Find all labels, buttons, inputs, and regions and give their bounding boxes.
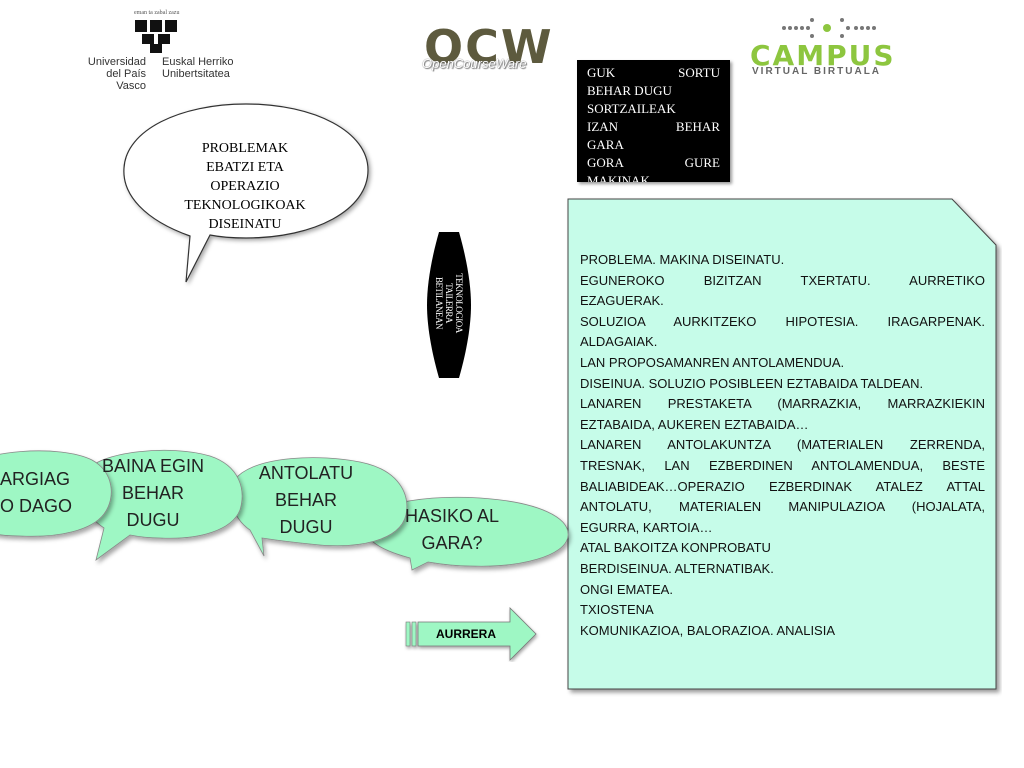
bubble-line: O DAGO (0, 496, 73, 516)
panel-line: EZTABAIDA, AUKEREN EZTABAIDA… (580, 416, 809, 432)
ocw-logo: OCW OpenCourseWare (418, 20, 552, 80)
panel-line: ANTOLATU, MATERIALEN MANIPULAZIOA (HOJAL… (580, 499, 985, 515)
campus-dots-icon (782, 18, 876, 38)
upv-ehu-logo-icon (135, 20, 177, 53)
black-box-line: SORTZAILEAK (587, 101, 676, 116)
vertical-shape (427, 232, 471, 378)
bubble-line: ANTOLATU (258, 463, 354, 483)
info-panel-text: PROBLEMA. MAKINA DISEINATU. EGUNEROKO BI… (580, 250, 985, 641)
ocw-subtitle: OpenCourseWare (422, 56, 527, 71)
panel-line: TRESNAK, LAN EZBERDINEN ANTOLAMENDUA, BE… (580, 457, 985, 473)
black-text-box: GUK SORTU BEHAR DUGU SORTZAILEAK IZAN BE… (577, 60, 730, 182)
vertical-line: BETILANEAN (434, 277, 444, 329)
panel-line: ALDAGAIAK. (580, 334, 658, 350)
speech-line: EBATZI ETA (206, 160, 284, 175)
upv-motto: eman ta zabal zazu (134, 10, 180, 16)
panel-line: SOLUZIOA AURKITZEKO HIPOTESIA. IRAGARPEN… (580, 313, 985, 329)
bubble-line: GARA? (421, 533, 483, 553)
panel-line: ONGI EMATEA. (580, 581, 673, 597)
speech-bubble-shape (123, 103, 369, 283)
bubble-line: DUGU (279, 517, 333, 537)
bubble-line: BEHAR (121, 483, 184, 503)
black-box-line: GORA GURE (587, 155, 720, 170)
green-bubbles-shapes (0, 449, 569, 571)
panel-line: BALIABIDEAK…OPERAZIO EZBERDINAK ATALEZ A… (580, 478, 985, 494)
black-box-line: BEHAR DUGU (587, 83, 672, 98)
panel-line: BERDISEINUA. ALTERNATIBAK. (580, 560, 774, 576)
speech-line: DISEINATU (208, 217, 282, 232)
bubble-line: ARGIAG (0, 469, 71, 489)
bubble-line: HASIKO AL (404, 506, 500, 526)
panel-line: DISEINUA. SOLUZIO POSIBLEEN EZTABAIDA TA… (580, 375, 924, 391)
bubble-argiago: ARGIAG O DAGO (0, 466, 72, 520)
panel-line: LANAREN ANTOLAKUNTZA (MATERIALEN ZERREND… (580, 437, 985, 453)
speech-line: PROBLEMAK (201, 141, 289, 156)
black-box-line: IZAN BEHAR (587, 119, 720, 134)
panel-line: PROBLEMA. MAKINA DISEINATU. (580, 252, 785, 267)
panel-line: ATAL BAKOITZA KONPROBATU (580, 540, 771, 556)
speech-line: TEKNOLOGIKOAK (184, 198, 306, 213)
panel-line: LAN PROPOSAMANREN ANTOLAMENDUA. (580, 354, 845, 370)
bubble-baina-egin: BAINA EGIN BEHAR DUGU (88, 453, 218, 534)
bubble-line: BEHAR (274, 490, 337, 510)
panel-line: EZAGUERAK. (580, 293, 664, 309)
upv-name-line: Universidad (87, 56, 146, 68)
black-box-line: MAKINAK (587, 173, 650, 182)
panel-line: LANAREN PRESTAKETA (MARRAZKIA, MARRAZKIE… (580, 396, 985, 412)
upv-name-spanish: Universidad del País Vasco (82, 56, 146, 92)
vertical-line: TEKNOLOGIOA (454, 273, 464, 333)
ocw-title: OCW (424, 20, 554, 74)
speech-bubble-text: PROBLEMAK EBATZI ETA OPERAZIO TEKNOLOGIK… (160, 139, 330, 234)
upv-name-line: Unibertsitatea (162, 68, 230, 80)
vertical-shape-text: TEKNOLOGIOA TAILERRA BETILANEAN (434, 273, 464, 333)
black-box-line: GUK SORTU (587, 65, 720, 80)
bubble-antolatu: ANTOLATU BEHAR DUGU (246, 460, 366, 541)
campus-title: CAMPUS (750, 39, 896, 72)
bubble-line: BAINA EGIN (101, 456, 205, 476)
panel-line: KOMUNIKAZIOA, BALORAZIOA. ANALISIA (580, 622, 836, 638)
panel-line: EGURRA, KARTOIA… (580, 519, 713, 535)
aurrera-button-label[interactable]: AURRERA (436, 627, 496, 641)
bubble-line: DUGU (126, 510, 180, 530)
vertical-line: TAILERRA (444, 283, 454, 323)
panel-line: TXIOSTENA (580, 602, 654, 618)
upv-name-line: del País Vasco (106, 68, 146, 92)
info-panel-shape (567, 198, 997, 690)
black-box-line: GARA (587, 137, 624, 152)
panel-line: EGUNEROKO BIZITZAN TXERTATU. AURRETIKO (580, 272, 985, 288)
upv-name-basque: Euskal Herriko Unibertsitatea (162, 56, 242, 80)
campus-subtitle: VIRTUAL BIRTUALA (752, 66, 882, 77)
speech-line: OPERAZIO (210, 179, 280, 194)
bubble-hasiko: HASIKO AL GARA? (392, 503, 512, 557)
upv-name-line: Euskal Herriko (162, 56, 234, 68)
aurrera-arrow-icon[interactable] (404, 606, 544, 662)
